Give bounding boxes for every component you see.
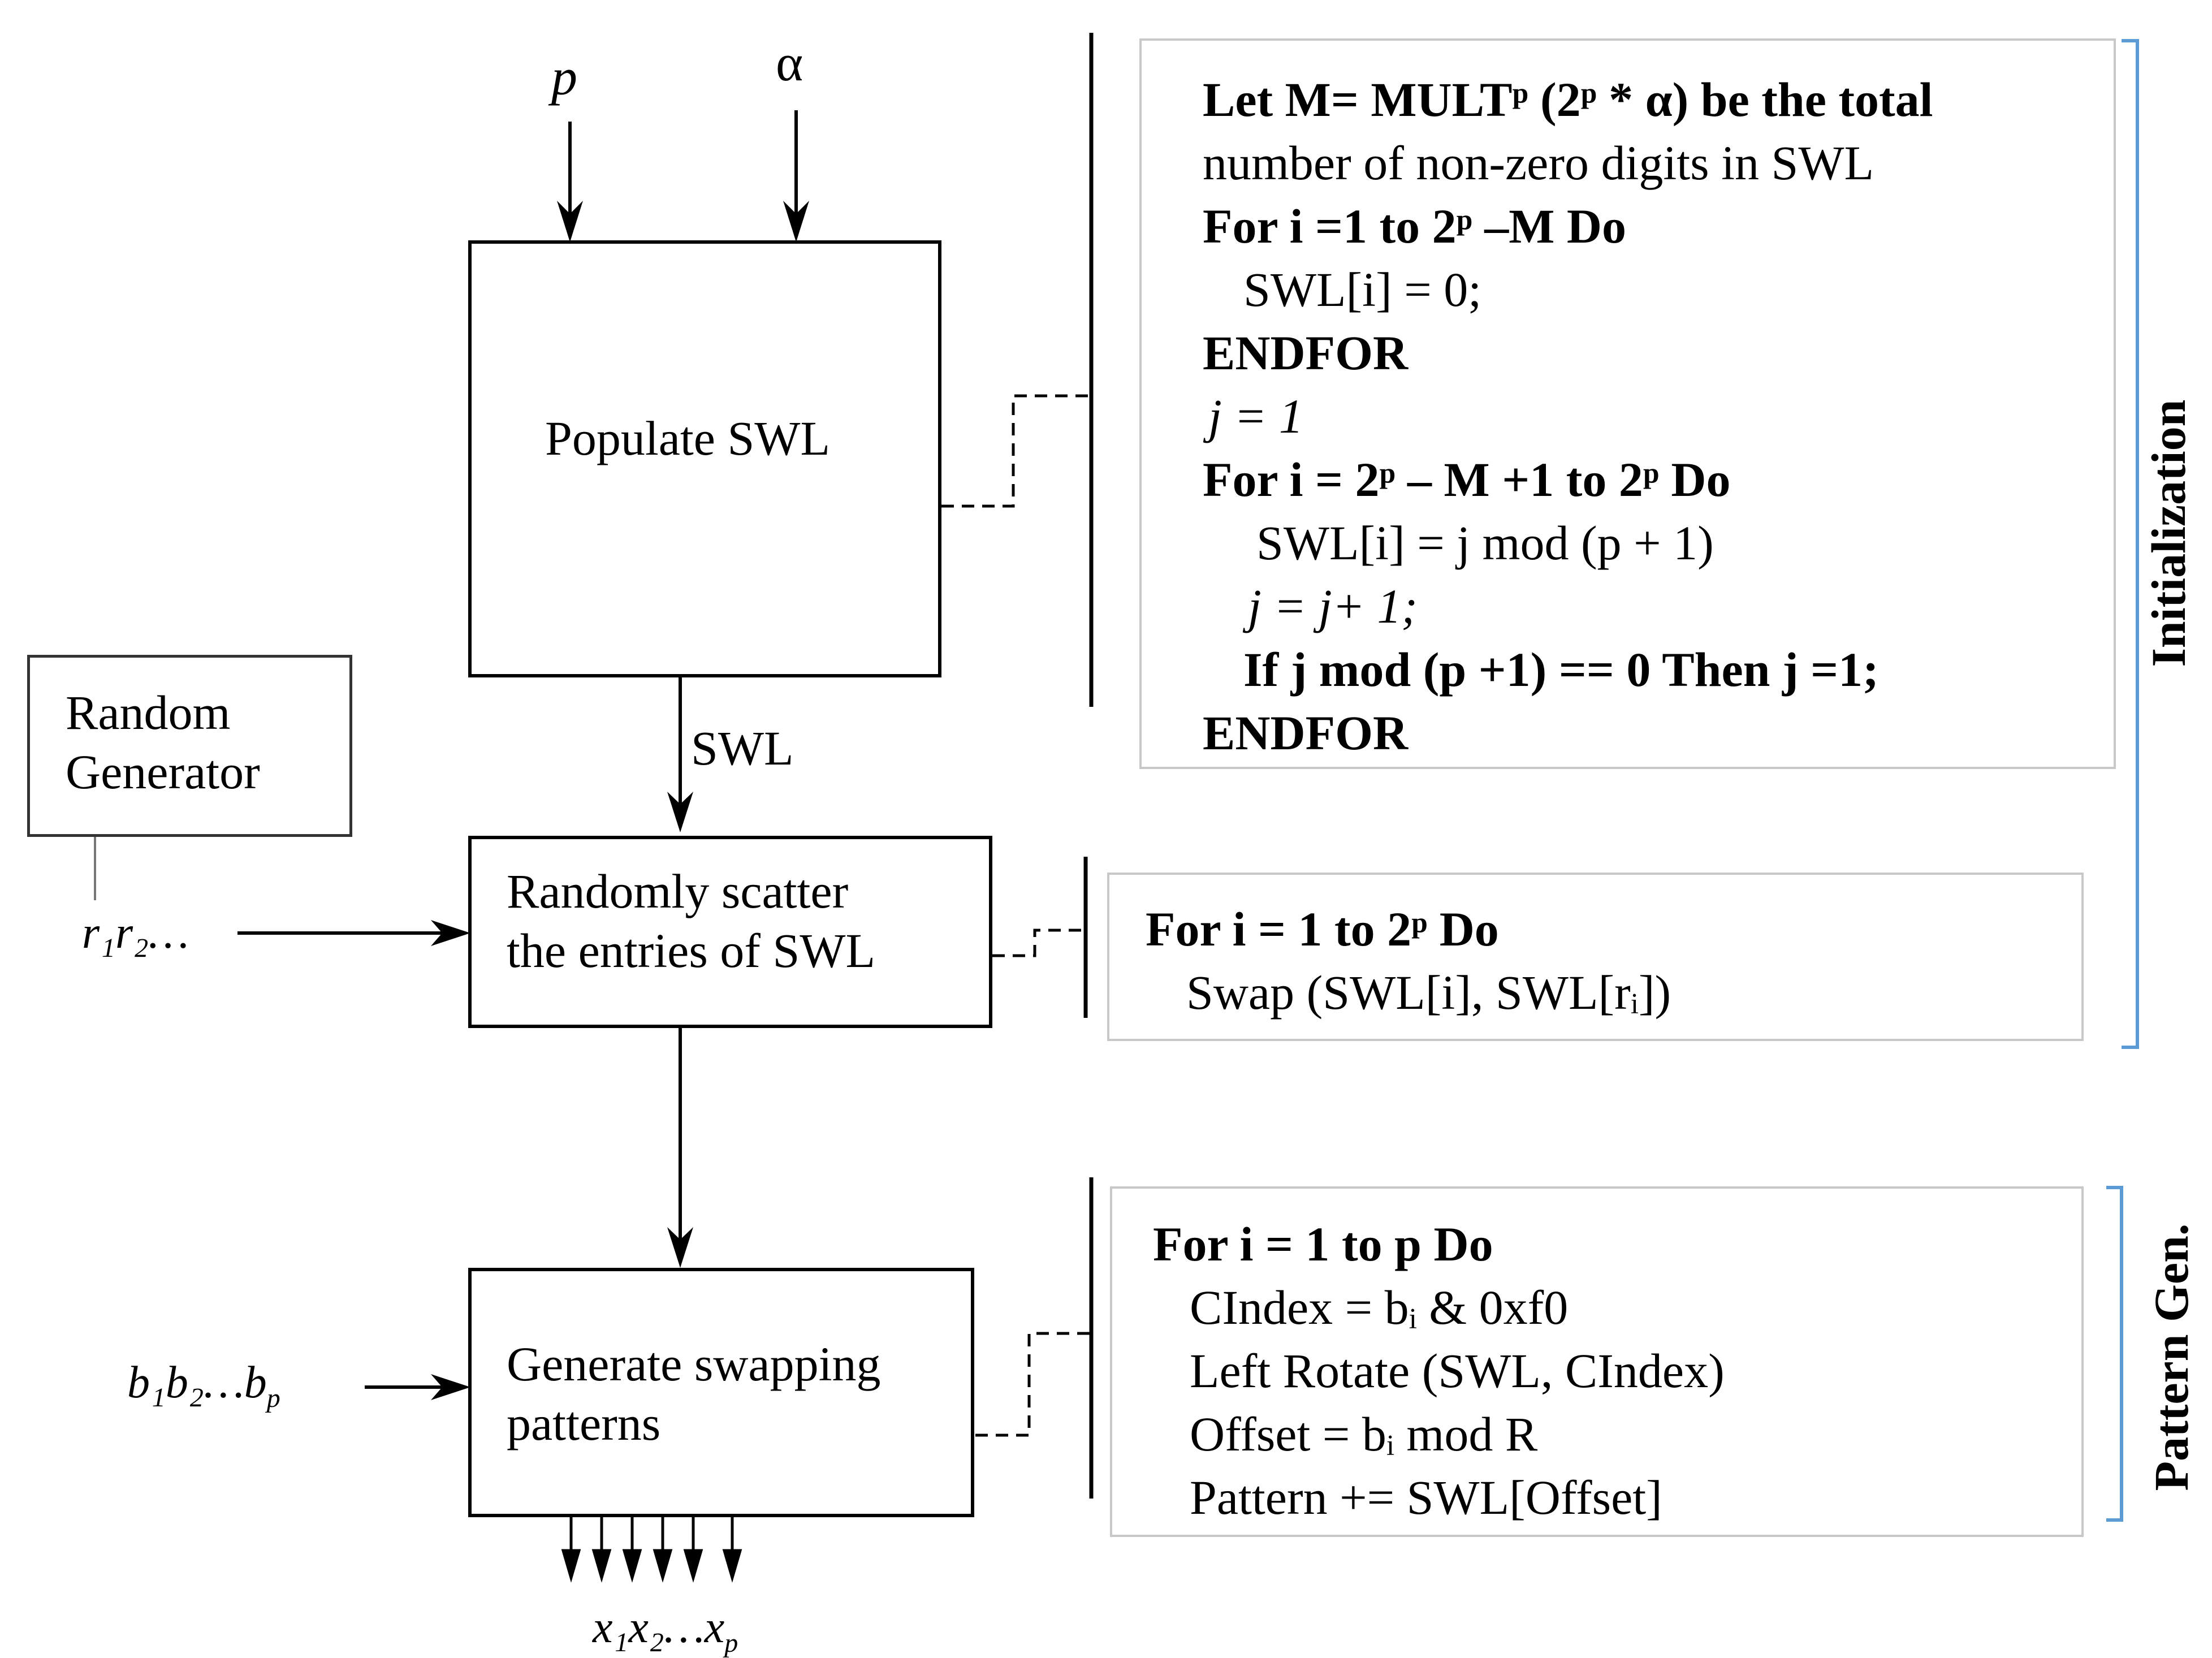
init-code-line-10: If j mod (p +1) == 0 Then j =1; bbox=[1243, 642, 1879, 697]
swap-code-line-1: For i = 1 to 2ᵖ Do bbox=[1146, 902, 1499, 956]
swap-code-box: For i = 1 to 2ᵖ Do Swap (SWL[i], SWL[rᵢ]… bbox=[1107, 873, 2084, 1041]
populate-swl-box: Populate SWL bbox=[468, 240, 941, 677]
init-code-line-3: For i =1 to 2ᵖ –M Do bbox=[1203, 199, 1626, 253]
x-sequence-label: x₁x₂…xp bbox=[593, 1603, 738, 1658]
input-alpha-label: α bbox=[776, 34, 803, 92]
arrow-alpha-to-populate bbox=[783, 110, 809, 242]
arrow-p-to-populate bbox=[557, 122, 583, 242]
output-arrows bbox=[561, 1517, 742, 1583]
populate-swl-label: Populate SWL bbox=[545, 411, 830, 465]
scatter-line2: the entries of SWL bbox=[507, 923, 875, 978]
init-code-line-4: SWL[i] = 0; bbox=[1243, 262, 1482, 317]
init-code-line-5: ENDFOR bbox=[1203, 326, 1409, 380]
bracket-initialization bbox=[2122, 39, 2139, 1049]
pattern-code-box: For i = 1 to p Do CIndex = bᵢ & 0xf0 Lef… bbox=[1110, 1186, 2084, 1537]
generate-line1: Generate swapping bbox=[507, 1337, 881, 1391]
init-code-line-7: For i = 2ᵖ – M +1 to 2ᵖ Do bbox=[1203, 452, 1731, 507]
swap-code-line-2: Swap (SWL[i], SWL[rᵢ]) bbox=[1186, 965, 1671, 1020]
scatter-box: Randomly scatter the entries of SWL bbox=[468, 836, 992, 1028]
generate-box: Generate swapping patterns bbox=[468, 1268, 974, 1517]
dashed-link-generate bbox=[975, 1332, 1091, 1437]
section-initialization-label: Initialization bbox=[2141, 399, 2196, 667]
bracket-pattern-gen bbox=[2106, 1186, 2123, 1522]
init-code-line-8: SWL[i] = j mod (p + 1) bbox=[1256, 516, 1714, 570]
init-code-box: Let M= MULTᵖ (2ᵖ * α) be the total numbe… bbox=[1139, 38, 2116, 769]
dashed-link-scatter bbox=[992, 929, 1083, 957]
pattern-code-line-4: Offset = bᵢ mod R bbox=[1190, 1407, 1538, 1461]
input-p-label: p bbox=[551, 48, 577, 106]
swl-edge-label: SWL bbox=[691, 721, 794, 775]
pattern-code-line-2: CIndex = bᵢ & 0xf0 bbox=[1190, 1280, 1569, 1335]
random-generator-box: Random Generator bbox=[27, 655, 352, 837]
pattern-code-line-3: Left Rotate (SWL, CIndex) bbox=[1190, 1344, 1725, 1398]
pattern-code: For i = 1 to p Do CIndex = bᵢ & 0xf0 Lef… bbox=[1153, 1212, 1725, 1529]
generate-line2: patterns bbox=[507, 1396, 661, 1450]
init-code-line-9: j = j+ 1; bbox=[1248, 579, 1418, 633]
init-code: Let M= MULTᵖ (2ᵖ * α) be the total numbe… bbox=[1203, 68, 1933, 765]
arrow-b-to-generate bbox=[365, 1374, 470, 1400]
random-generator-line2: Generator bbox=[66, 744, 260, 799]
random-generator-line1: Random bbox=[66, 685, 231, 740]
pattern-code-line-1: For i = 1 to p Do bbox=[1153, 1217, 1493, 1271]
init-code-line-2: number of non-zero digits in SWL bbox=[1203, 136, 1874, 190]
scatter-line1: Randomly scatter bbox=[507, 864, 849, 918]
section-pattern-gen-label: Pattern Gen. bbox=[2144, 1223, 2198, 1491]
dashed-link-populate bbox=[941, 394, 1091, 508]
init-code-line-11: ENDFOR bbox=[1203, 706, 1409, 760]
arrow-populate-to-scatter bbox=[667, 676, 693, 832]
arrow-scatter-to-generate bbox=[667, 1026, 693, 1268]
init-code-line-1: Let M= MULTᵖ (2ᵖ * α) be the total bbox=[1203, 72, 1933, 127]
init-code-line-6: j = 1 bbox=[1208, 389, 1303, 443]
swap-code: For i = 1 to 2ᵖ Do Swap (SWL[i], SWL[rᵢ]… bbox=[1146, 897, 1671, 1024]
random-sequence-label: r₁r₂… bbox=[82, 908, 189, 958]
arrow-random-to-scatter bbox=[237, 920, 470, 946]
pattern-code-line-5: Pattern += SWL[Offset] bbox=[1190, 1470, 1662, 1525]
b-sequence-label: b₁b₂…bp bbox=[127, 1358, 280, 1413]
